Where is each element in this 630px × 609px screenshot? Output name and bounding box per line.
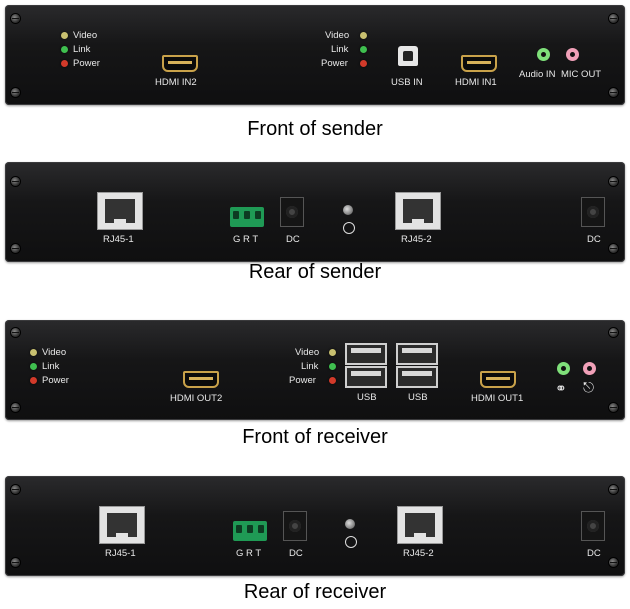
screw-icon <box>609 558 618 567</box>
rj45-2-label: RJ45-2 <box>403 548 434 559</box>
usb-label-right: USB <box>408 392 428 403</box>
screw-icon <box>11 177 20 186</box>
screw-icon <box>609 403 618 412</box>
rear-of-receiver-caption: Rear of receiver <box>243 581 387 603</box>
headphone-jack <box>557 362 570 375</box>
link-led-label-right: Link <box>331 44 349 55</box>
screw-icon <box>11 485 20 494</box>
sender-front-panel: Video Link Power HDMI IN2 Video Link Pow… <box>5 5 625 105</box>
grt-label: G R T <box>233 234 259 245</box>
headphone-icon: ⚭ <box>555 380 567 396</box>
hdmi-in2-label: HDMI IN2 <box>155 77 197 88</box>
link-led-right <box>360 46 367 53</box>
grt-terminal-block <box>230 207 264 227</box>
screw-icon <box>609 88 618 97</box>
dc-label: DC <box>289 548 303 559</box>
dc-label-right: DC <box>587 234 601 245</box>
hdmi-in1-label: HDMI IN1 <box>455 77 497 88</box>
power-led <box>30 377 37 384</box>
hdmi-out2-label: HDMI OUT2 <box>170 393 223 404</box>
microphone-icon: ⎋ <box>583 379 595 395</box>
rj45-2-port <box>397 506 443 544</box>
dc-jack <box>283 511 307 541</box>
screw-icon <box>11 244 20 253</box>
video-led-label: Video <box>42 347 67 358</box>
power-led-label-right: Power <box>321 58 348 69</box>
dc-jack-right <box>581 197 605 227</box>
audio-in-label: Audio IN <box>519 69 556 80</box>
rj45-2-port <box>395 192 441 230</box>
ground-screw <box>343 205 353 215</box>
screw-icon <box>609 328 618 337</box>
hdmi-out2-port <box>183 371 219 388</box>
screw-icon <box>609 485 618 494</box>
power-led-label: Power <box>73 58 100 69</box>
link-led <box>30 363 37 370</box>
screw-icon <box>11 88 20 97</box>
link-led-label: Link <box>42 361 60 372</box>
rj45-1-label: RJ45-1 <box>103 234 134 245</box>
rj45-1-label: RJ45-1 <box>105 548 136 559</box>
power-led-right <box>360 60 367 67</box>
power-led-label-right: Power <box>289 375 316 386</box>
video-led-right <box>329 349 336 356</box>
video-led <box>30 349 37 356</box>
mic-out-jack <box>566 48 579 61</box>
link-led-label-right: Link <box>301 361 319 372</box>
hdmi-in2-port <box>162 55 198 72</box>
microphone-jack <box>583 362 596 375</box>
link-led <box>61 46 68 53</box>
audio-in-jack <box>537 48 550 61</box>
dc-label-right: DC <box>587 548 601 559</box>
usb-in-port <box>398 46 418 66</box>
power-led-right <box>329 377 336 384</box>
rear-of-sender-caption: Rear of sender <box>248 261 382 283</box>
screw-icon <box>609 14 618 23</box>
video-led <box>61 32 68 39</box>
usb-label-left: USB <box>357 392 377 403</box>
hdmi-out1-port <box>480 371 516 388</box>
dc-jack-right <box>581 511 605 541</box>
receiver-front-panel: Video Link Power HDMI OUT2 Video Link Po… <box>5 320 625 420</box>
ground-screw <box>345 519 355 529</box>
receiver-rear-panel: RJ45-1 G R T DC RJ45-2 DC <box>5 476 625 576</box>
grt-label: G R T <box>236 548 262 559</box>
video-led-right <box>360 32 367 39</box>
usb-port-top-right <box>396 343 438 365</box>
screw-icon <box>609 177 618 186</box>
screw-icon <box>11 558 20 567</box>
video-led-label: Video <box>73 30 98 41</box>
sender-rear-panel: RJ45-1 G R T DC RJ45-2 DC <box>5 162 625 262</box>
hdmi-out1-label: HDMI OUT1 <box>471 393 524 404</box>
front-of-sender-caption: Front of sender <box>247 118 383 140</box>
rj45-1-port <box>99 506 145 544</box>
dc-jack <box>280 197 304 227</box>
ground-icon <box>345 536 357 548</box>
usb-in-label: USB IN <box>391 77 423 88</box>
power-led <box>61 60 68 67</box>
link-led-label: Link <box>73 44 91 55</box>
rj45-1-port <box>97 192 143 230</box>
grt-terminal-block <box>233 521 267 541</box>
usb-port-bottom-right <box>396 366 438 388</box>
mic-out-label: MIC OUT <box>561 69 602 80</box>
dc-label: DC <box>286 234 300 245</box>
usb-port-bottom-left <box>345 366 387 388</box>
video-led-label-right: Video <box>325 30 350 41</box>
power-led-label: Power <box>42 375 69 386</box>
rj45-2-label: RJ45-2 <box>401 234 432 245</box>
screw-icon <box>609 244 618 253</box>
front-of-receiver-caption: Front of receiver <box>242 426 388 448</box>
usb-port-top-left <box>345 343 387 365</box>
screw-icon <box>11 403 20 412</box>
hdmi-in1-port <box>461 55 497 72</box>
video-led-label-right: Video <box>295 347 320 358</box>
screw-icon <box>11 328 20 337</box>
ground-icon <box>343 222 355 234</box>
screw-icon <box>11 14 20 23</box>
link-led-right <box>329 363 336 370</box>
